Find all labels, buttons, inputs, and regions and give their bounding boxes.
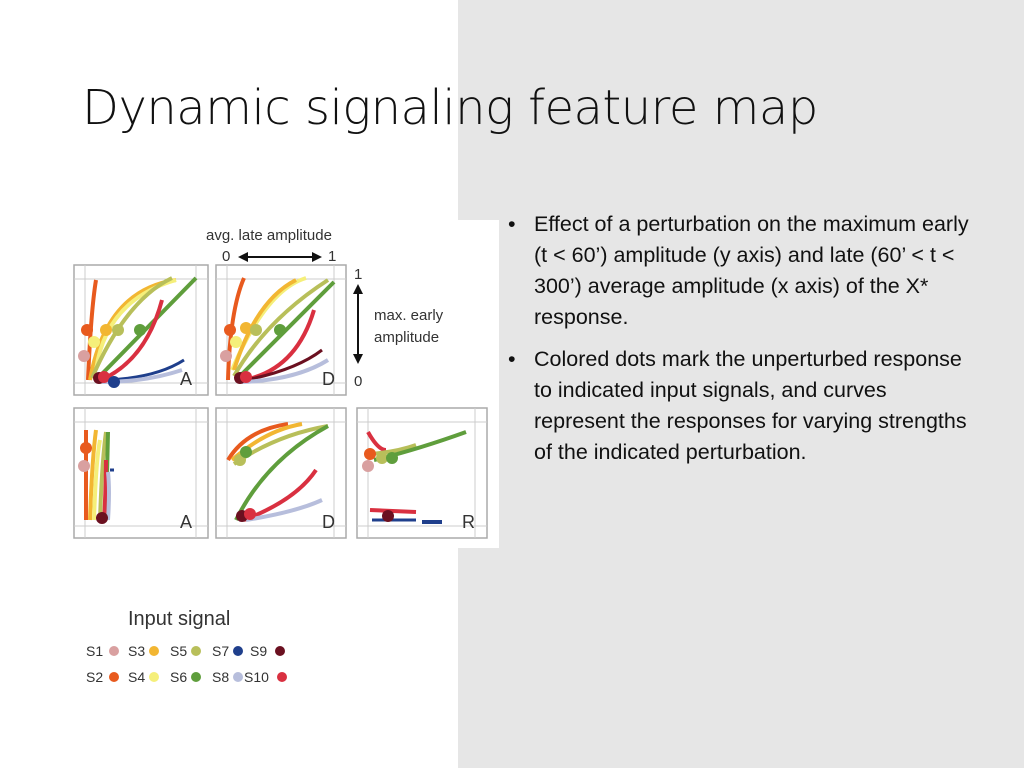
- svg-text:S4: S4: [128, 669, 145, 685]
- legend-item-s10: S10: [244, 669, 287, 685]
- bullet-item: • Colored dots mark the unperturbed resp…: [506, 344, 976, 468]
- bullet-text: Colored dots mark the unperturbed respon…: [534, 347, 967, 464]
- svg-text:S7: S7: [212, 643, 229, 659]
- bullet-icon: •: [508, 212, 516, 236]
- bullet-list: • Effect of a perturbation on the maximu…: [506, 209, 976, 479]
- svg-text:S6: S6: [170, 669, 187, 685]
- legend-item-s5: S5: [170, 643, 201, 659]
- panel-letter: D: [322, 369, 335, 389]
- bullet-text: Effect of a perturbation on the maximum …: [534, 212, 969, 329]
- svg-text:S9: S9: [250, 643, 267, 659]
- legend-item-s2: S2: [86, 669, 119, 685]
- svg-text:S3: S3: [128, 643, 145, 659]
- panel-letter: D: [322, 512, 335, 532]
- panel-m2-d: D: [215, 407, 347, 539]
- background-panel: [458, 0, 1024, 768]
- legend-title: Input signal: [128, 608, 231, 630]
- panel-m1-a: A: [73, 264, 209, 396]
- panel-letter: A: [180, 512, 192, 532]
- svg-text:S8: S8: [212, 669, 229, 685]
- legend-swatches: S1 S3 S5 S7 S9 S2 S4 S6 S8 S10: [86, 643, 287, 685]
- feature-map-figure: avg. late amplitude 0 1 1 0 max. early a…: [34, 227, 488, 539]
- panel-letter: R: [462, 512, 475, 532]
- legend-item-s3: S3: [128, 643, 159, 659]
- slide-title: Dynamic signaling feature map: [82, 80, 818, 136]
- legend-item-s6: S6: [170, 669, 201, 685]
- figure-panel: avg. late amplitude 0 1 1 0 max. early a…: [34, 220, 499, 548]
- y-min-label: 0: [354, 373, 362, 390]
- panel-m1-d: D: [215, 264, 347, 396]
- y-axis-arrow: [353, 284, 363, 364]
- input-signal-legend: Input signal S1 S3 S5 S7 S9 S2 S4 S6 S8 …: [84, 608, 304, 688]
- svg-text:S2: S2: [86, 669, 103, 685]
- panel-letter: A: [180, 369, 192, 389]
- legend-item-s9: S9: [250, 643, 285, 659]
- legend-item-s7: S7: [212, 643, 243, 659]
- y-axis-label-line1: max. early: [374, 307, 444, 324]
- panel-m2-a: A: [73, 407, 209, 539]
- x-max-label: 1: [328, 248, 336, 265]
- svg-text:S10: S10: [244, 669, 269, 685]
- legend-item-s1: S1: [86, 643, 119, 659]
- y-max-label: 1: [354, 266, 362, 283]
- x-min-label: 0: [222, 248, 230, 265]
- x-axis-arrow: [238, 252, 322, 262]
- panel-m2-r: R: [356, 407, 488, 539]
- bullet-icon: •: [508, 347, 516, 371]
- bullet-item: • Effect of a perturbation on the maximu…: [506, 209, 976, 333]
- svg-text:S5: S5: [170, 643, 187, 659]
- x-axis-label: avg. late amplitude: [206, 227, 332, 244]
- legend-item-s4: S4: [128, 669, 159, 685]
- svg-text:S1: S1: [86, 643, 103, 659]
- y-axis-label-line2: amplitude: [374, 329, 439, 346]
- legend-item-s8: S8: [212, 669, 243, 685]
